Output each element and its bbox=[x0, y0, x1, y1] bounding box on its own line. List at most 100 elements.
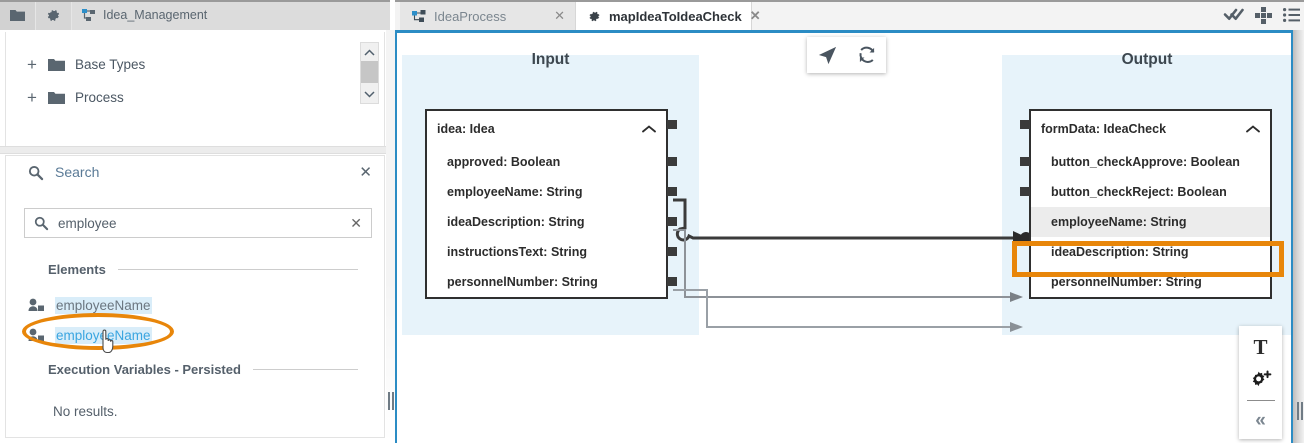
input-node-header-label: idea: Idea bbox=[437, 122, 495, 136]
right-splitter[interactable] bbox=[1293, 30, 1304, 443]
input-row-personnel-number[interactable]: personnelNumber: String bbox=[427, 267, 677, 297]
mouse-cursor bbox=[100, 329, 116, 354]
input-node[interactable]: idea: Idea approved: Boolean employeeNam… bbox=[425, 109, 677, 299]
port-approved[interactable] bbox=[667, 157, 677, 166]
mapping-canvas[interactable]: Input Output idea: Idea bbox=[395, 30, 1293, 443]
tree-scrollbar[interactable] bbox=[360, 42, 379, 104]
refresh-sync-icon[interactable] bbox=[857, 45, 877, 65]
tree-item-process[interactable]: + Process bbox=[6, 81, 384, 114]
section-title: Execution Variables - Persisted bbox=[48, 362, 241, 377]
scroll-up-icon[interactable] bbox=[361, 43, 378, 61]
port-form-data[interactable] bbox=[1020, 120, 1030, 129]
section-header-elements: Elements bbox=[48, 262, 358, 277]
left-splitter[interactable] bbox=[386, 30, 395, 443]
input-row-approved[interactable]: approved: Boolean bbox=[427, 147, 677, 177]
port-personnel-number[interactable] bbox=[667, 277, 677, 286]
chevron-up-icon[interactable] bbox=[1246, 125, 1260, 133]
chevron-up-icon[interactable] bbox=[642, 125, 656, 133]
canvas-float-toolbar bbox=[807, 37, 886, 73]
port-button-check-approve[interactable] bbox=[1020, 157, 1030, 166]
scrollbar-thumb[interactable] bbox=[361, 61, 378, 83]
tab-map-idea-to-idea-check[interactable]: mapIdeaToIdeaCheck ✕ bbox=[576, 2, 761, 30]
search-panel-title: Search bbox=[55, 164, 100, 180]
input-row-employee-name[interactable]: employeeName: String bbox=[427, 177, 677, 207]
text-tool-button[interactable]: T bbox=[1239, 331, 1282, 364]
folder-icon bbox=[10, 9, 25, 21]
pointer-arrow-icon[interactable] bbox=[817, 45, 838, 66]
folder-button[interactable] bbox=[0, 0, 36, 30]
breadcrumb[interactable]: Idea_Management bbox=[72, 0, 390, 30]
gear-icon bbox=[588, 10, 601, 23]
close-icon[interactable]: ✕ bbox=[359, 164, 372, 181]
add-node-button[interactable] bbox=[1239, 364, 1282, 397]
row-label: instructionsText: String bbox=[447, 245, 588, 259]
list-item-selected[interactable]: employeeName bbox=[28, 325, 152, 345]
output-row-personnel-number[interactable]: personnelNumber: String bbox=[1031, 267, 1270, 297]
tab-label: IdeaProcess bbox=[434, 8, 507, 24]
row-label: approved: Boolean bbox=[447, 155, 561, 169]
scroll-down-icon[interactable] bbox=[361, 85, 378, 103]
output-row-idea-description[interactable]: ideaDescription: String bbox=[1031, 237, 1270, 267]
port-employee-name[interactable] bbox=[667, 187, 677, 196]
row-label: employeeName: String bbox=[1051, 215, 1187, 229]
tree-item-label: Process bbox=[75, 90, 124, 105]
list-item-label: employeeName bbox=[55, 296, 152, 314]
tree-item-base-types[interactable]: + Base Types bbox=[6, 48, 384, 81]
output-title: Output bbox=[1121, 51, 1173, 68]
port-idea-description[interactable] bbox=[667, 217, 677, 226]
input-row-idea-description[interactable]: ideaDescription: String bbox=[427, 207, 677, 237]
input-row-instructions-text[interactable]: instructionsText: String bbox=[427, 237, 677, 267]
toolbar-top-border bbox=[0, 0, 390, 2]
section-title: Elements bbox=[48, 262, 106, 277]
tabbar-top-border bbox=[395, 0, 1304, 2]
output-row-button-check-reject[interactable]: button_checkReject: Boolean bbox=[1020, 177, 1270, 207]
user-variable-icon bbox=[28, 328, 45, 342]
splitter-grip[interactable] bbox=[388, 392, 394, 410]
port-instructions-text[interactable] bbox=[667, 247, 677, 256]
section-rule bbox=[252, 369, 358, 370]
model-tree: + Base Types + Process bbox=[5, 32, 385, 147]
row-label: ideaDescription: String bbox=[1051, 245, 1189, 259]
add-gear-icon bbox=[1250, 370, 1272, 390]
expand-icon[interactable]: + bbox=[27, 55, 37, 74]
list-item[interactable]: employeeName bbox=[28, 295, 152, 315]
connection-personnel-number bbox=[673, 289, 1016, 328]
section-header-exec-vars: Execution Variables - Persisted bbox=[48, 362, 358, 377]
list-icon[interactable] bbox=[1283, 8, 1300, 22]
panel-divider[interactable] bbox=[0, 146, 390, 154]
port-idea[interactable] bbox=[667, 120, 677, 129]
double-check-icon[interactable] bbox=[1223, 7, 1244, 23]
search-panel: Search ✕ employee ✕ Elements bbox=[5, 155, 385, 438]
no-results-label: No results. bbox=[53, 404, 118, 419]
clear-search-icon[interactable]: ✕ bbox=[350, 214, 362, 231]
search-icon bbox=[34, 216, 49, 231]
connection-idea-description bbox=[673, 229, 1016, 298]
gear-icon bbox=[46, 8, 61, 23]
row-label: ideaDescription: String bbox=[447, 215, 585, 229]
output-row-employee-name[interactable]: employeeName: String bbox=[1031, 207, 1270, 237]
expand-move-icon[interactable] bbox=[1255, 6, 1272, 24]
close-icon[interactable]: ✕ bbox=[554, 8, 565, 23]
search-input[interactable]: employee ✕ bbox=[24, 208, 372, 238]
process-diagram-icon bbox=[82, 8, 96, 22]
splitter-grip[interactable] bbox=[1297, 402, 1303, 420]
tab-idea-process[interactable]: IdeaProcess ✕ bbox=[400, 2, 576, 30]
process-icon bbox=[412, 9, 426, 23]
output-row-button-check-approve[interactable]: button_checkApprove: Boolean bbox=[1020, 147, 1270, 177]
output-node-header[interactable]: formData: IdeaCheck bbox=[1020, 111, 1270, 147]
settings-button[interactable] bbox=[36, 0, 72, 30]
left-toolbar: Idea_Management bbox=[0, 0, 390, 30]
search-input-value[interactable]: employee bbox=[58, 215, 117, 231]
text-tool-icon: T bbox=[1253, 335, 1268, 359]
input-node-header[interactable]: idea: Idea bbox=[427, 111, 677, 147]
output-node[interactable]: formData: IdeaCheck button_checkApprove:… bbox=[1020, 109, 1272, 299]
tab-bar: IdeaProcess ✕ mapIdeaToIdeaCheck ✕ bbox=[395, 0, 1304, 30]
collapse-panel-button[interactable]: « bbox=[1239, 404, 1282, 437]
expand-icon[interactable]: + bbox=[27, 88, 37, 107]
close-icon[interactable]: ✕ bbox=[749, 8, 761, 23]
tab-label: mapIdeaToIdeaCheck bbox=[609, 8, 742, 24]
user-variable-icon bbox=[28, 298, 45, 312]
port-button-check-reject[interactable] bbox=[1020, 187, 1030, 196]
search-panel-header: Search ✕ bbox=[6, 156, 384, 188]
